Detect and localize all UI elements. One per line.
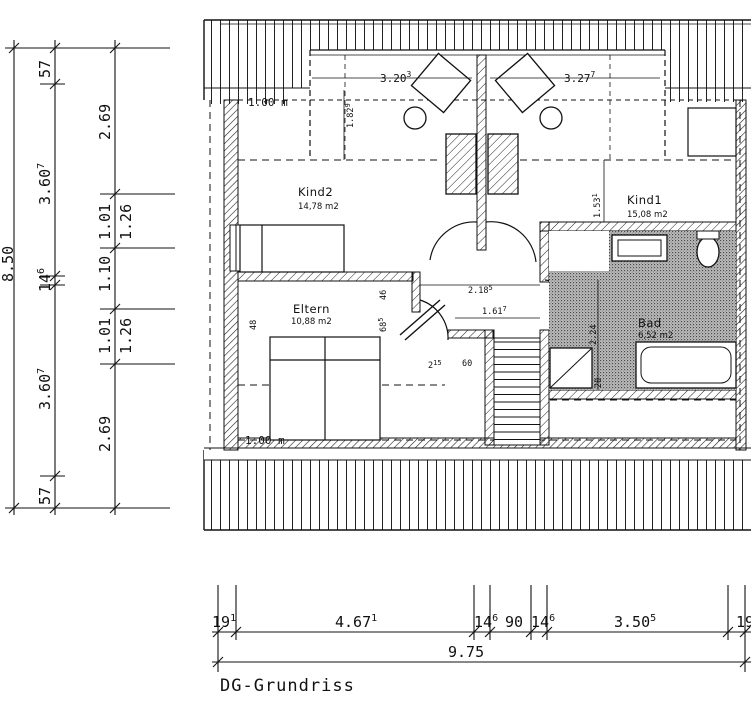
stair-steps (494, 341, 540, 440)
dim-left-outer-3: 3.607 (36, 368, 54, 410)
dim-bottom-total: 9.75 (448, 643, 484, 661)
dim-left-middle-4: 2.69 (96, 416, 114, 452)
dim-stair-width: 1.617 (482, 305, 507, 317)
dim-kind1-depth: 1.531 (591, 193, 603, 218)
dim-bottom-seg-2: 146 (474, 613, 498, 631)
plan-caption: DG-Grundriss (220, 676, 355, 696)
dim-60: 60 (462, 359, 472, 369)
dim-left-outer-1: 3.607 (36, 163, 54, 205)
left-middle-labels: 2.69 1.01 1.10 1.01 2.69 (96, 104, 114, 452)
dim-left-outer-2: 146 (36, 268, 54, 292)
room-name-eltern: Eltern (293, 302, 330, 316)
dim-left-middle-1: 1.01 (96, 204, 114, 240)
bad-fixtures (549, 230, 737, 390)
roof-bottom (203, 447, 751, 531)
room-name-kind1: Kind1 (627, 193, 662, 207)
dim-left-inner-1: 1.26 (117, 318, 135, 354)
room-area-eltern: 10,88 m2 (291, 317, 332, 327)
kind1-cabinet (687, 107, 737, 157)
left-inner-labels: 1.26 1.26 (117, 204, 135, 354)
dim-bottom-seg-3: 90 (505, 613, 523, 631)
kind2-bed (239, 224, 345, 273)
room-name-kind2: Kind2 (298, 185, 333, 199)
skylight-left (403, 52, 477, 195)
dim-kind2-depth: 1.829 (344, 103, 356, 128)
dim-left-middle-0: 2.69 (96, 104, 114, 140)
staircase (493, 337, 541, 446)
roof-slope-lines (209, 100, 741, 450)
dim-68: 685 (377, 318, 389, 332)
left-dimension-chain (5, 40, 175, 515)
dim-bad-height: 2.24 (589, 325, 599, 345)
dim-left-middle-3: 1.01 (96, 318, 114, 354)
dim-bottom-seg-4: 146 (531, 613, 555, 631)
dim-left-inner-0: 1.26 (117, 204, 135, 240)
central-wall (476, 54, 487, 251)
dim-20: 20 (594, 378, 604, 388)
dim-48: 48 (249, 320, 259, 330)
left-outer-labels: 57 3.607 146 3.607 57 (36, 60, 54, 505)
skylight-right (487, 52, 563, 195)
dim-top-1m: 1.00 m (248, 96, 288, 109)
dim-hall-width: 2.185 (468, 284, 493, 296)
dim-bottom-seg-6: 19 (736, 613, 751, 631)
bottom-segment-labels: 191 4.671 146 90 146 3.505 19 (212, 613, 751, 631)
dim-left-outer-0: 57 (36, 60, 54, 78)
room-name-bad: Bad (638, 316, 662, 330)
dim-top-left: 3.203 (380, 70, 412, 85)
room-area-kind1: 15,08 m2 (627, 210, 668, 220)
dim-bottom-seg-0: 191 (212, 613, 236, 631)
dim-left-outer-4: 57 (36, 487, 54, 505)
eltern-bed (269, 336, 381, 441)
inner-dimensions: 3.203 3.277 1.00 m 1.00 m 1.829 1.531 2.… (245, 70, 660, 447)
bottom-dimension-chain (212, 585, 751, 672)
roof-eave-right (668, 88, 751, 102)
dim-215: 215 (428, 359, 442, 371)
room-area-bad: 6,52 m2 (638, 331, 673, 341)
room-area-kind2: 14,78 m2 (298, 202, 339, 212)
dim-left-middle-2: 1.10 (96, 256, 114, 292)
dim-bottom-seg-1: 4.671 (335, 613, 377, 631)
dim-left-total: 8.50 (0, 246, 17, 282)
dim-bottom-1m: 1.00 m (245, 434, 285, 447)
dim-bottom-seg-5: 3.505 (614, 613, 656, 631)
dim-46: 46 (379, 290, 389, 300)
dormer (309, 49, 666, 160)
dim-top-right: 3.277 (564, 70, 596, 85)
interior-walls (237, 221, 737, 446)
